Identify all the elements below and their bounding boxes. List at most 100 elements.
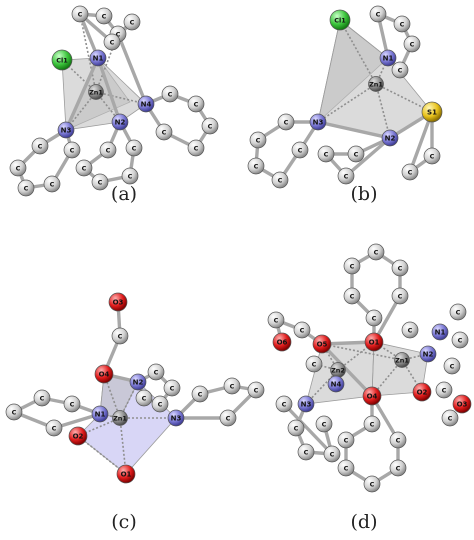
- carbon-sphere: [187, 95, 205, 113]
- covalent-bond: [344, 136, 392, 178]
- atom-label: O6: [277, 338, 288, 346]
- atom-n4: N4: [327, 375, 345, 393]
- atom-c: C: [267, 311, 285, 329]
- atom-c: C: [249, 131, 267, 149]
- carbon-sphere: [391, 61, 409, 79]
- carbon-sphere: [393, 15, 411, 33]
- atom-label: C: [52, 424, 57, 432]
- atom-label: C: [408, 326, 413, 334]
- atom-label: C: [354, 150, 359, 158]
- carbon-sphere: [31, 137, 49, 155]
- atom-c: C: [391, 61, 409, 79]
- carbon-sphere: [435, 381, 453, 399]
- carbon-sphere: [249, 131, 267, 149]
- nitrogen-sphere: [379, 49, 397, 67]
- atom-c: C: [323, 445, 341, 463]
- zinc-sphere: [368, 76, 384, 92]
- atom-label: C: [142, 394, 147, 402]
- atom-label: C: [374, 248, 379, 256]
- atom-label: C: [400, 20, 405, 28]
- atom-c: C: [391, 259, 409, 277]
- atom-label: C: [254, 386, 259, 394]
- carbon-sphere: [71, 5, 89, 23]
- carbon-sphere: [63, 395, 81, 413]
- panel-label: (c): [111, 511, 136, 533]
- carbon-sphere: [305, 355, 323, 373]
- atom-label: C: [132, 144, 137, 152]
- atom-c: C: [123, 13, 141, 31]
- atom-label: C: [98, 178, 103, 186]
- atom-label: C: [226, 414, 231, 422]
- carbon-sphere: [443, 357, 461, 375]
- nitrogen-sphere: [91, 405, 109, 423]
- atom-c: C: [9, 159, 27, 177]
- nitrogen-sphere: [57, 121, 75, 139]
- atom-label: C: [274, 316, 279, 324]
- carbon-sphere: [219, 409, 237, 427]
- atom-c: C: [391, 287, 409, 305]
- atom-label: C: [304, 448, 309, 456]
- atom-c: C: [287, 419, 305, 437]
- chlorine-sphere: [51, 49, 73, 71]
- atom-label: C: [208, 122, 213, 130]
- atom-c: C: [403, 35, 421, 53]
- carbon-sphere: [337, 459, 355, 477]
- atom-c: C: [443, 357, 461, 375]
- carbon-sphere: [337, 431, 355, 449]
- atom-label: C: [350, 292, 355, 300]
- atom-o4: O4: [362, 386, 382, 406]
- atom-c: C: [337, 431, 355, 449]
- atom-c: C: [91, 173, 109, 191]
- carbon-sphere: [45, 419, 63, 437]
- atom-c: C: [337, 459, 355, 477]
- atom-label: N1: [435, 328, 446, 336]
- atom-label: C: [40, 394, 45, 402]
- carbon-sphere: [347, 145, 365, 163]
- atom-o2: O2: [412, 382, 432, 402]
- carbon-sphere: [315, 415, 333, 433]
- atom-label: S1: [427, 108, 437, 116]
- sulfur-sphere: [421, 101, 443, 123]
- atom-label: C: [16, 164, 21, 172]
- atom-o5: O5: [312, 334, 332, 354]
- atom-zn1: Zn1: [394, 352, 410, 368]
- atom-c: C: [43, 175, 61, 193]
- atom-label: C: [50, 180, 55, 188]
- atom-label: N1: [95, 410, 106, 418]
- atom-label: C: [230, 382, 235, 390]
- atom-c: C: [163, 379, 181, 397]
- atom-label: N3: [301, 400, 312, 408]
- atom-c: C: [111, 327, 129, 345]
- atom-label: C: [344, 464, 349, 472]
- nitrogen-sphere: [129, 373, 147, 391]
- covalent-bond: [316, 120, 392, 140]
- atom-label: C: [398, 292, 403, 300]
- atom-label: C: [78, 10, 83, 18]
- atom-label: C: [82, 164, 87, 172]
- carbon-sphere: [103, 33, 121, 51]
- atom-label: C: [24, 184, 29, 192]
- atom-label: C: [322, 420, 327, 428]
- carbon-sphere: [277, 113, 295, 131]
- carbon-sphere: [9, 159, 27, 177]
- nitrogen-sphere: [297, 395, 315, 413]
- atom-c: C: [95, 7, 113, 25]
- carbon-sphere: [125, 139, 143, 157]
- atom-label: Zn1: [113, 414, 127, 422]
- carbon-sphere: [75, 159, 93, 177]
- coordination-bond: [339, 19, 377, 85]
- atom-label: C: [294, 424, 299, 432]
- atom-label: C: [458, 336, 463, 344]
- atom-label: O2: [417, 388, 428, 396]
- atom-zn1: Zn1: [112, 410, 128, 426]
- carbon-sphere: [17, 179, 35, 197]
- atom-n3: N3: [309, 113, 327, 131]
- atom-label: Zn2: [331, 366, 345, 374]
- atom-label: C: [70, 400, 75, 408]
- carbon-sphere: [389, 431, 407, 449]
- covalent-bond: [282, 402, 334, 456]
- atom-label: C: [170, 384, 175, 392]
- atom-label: N2: [115, 118, 126, 126]
- atom-c: C: [219, 409, 237, 427]
- coordination-bond: [375, 83, 391, 139]
